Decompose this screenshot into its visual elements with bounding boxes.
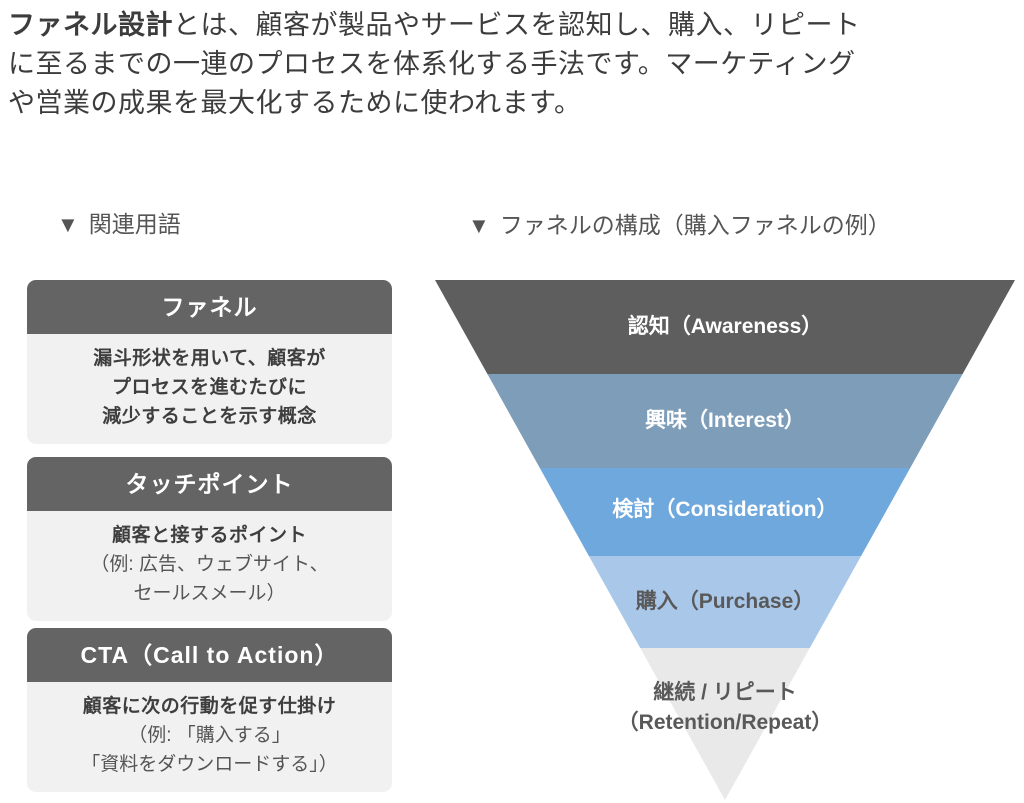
funnel-stage-label-awareness: 認知（Awareness） — [627, 315, 823, 338]
term-description-line: プロセスを進むたびに — [111, 377, 307, 398]
triangle-down-icon: ▼ — [468, 213, 490, 238]
funnel-section-title-text: ファネルの構成（購入ファネルの例） — [499, 212, 891, 238]
term-card-touchpoint: タッチポイント 顧客と接するポイント （例: 広告、ウェブサイト、 セールスメー… — [27, 457, 392, 621]
funnel-stage-label-retention-line2: （Retention/Repeat） — [617, 711, 833, 734]
funnel-section-title: ▼ ファネルの構成（購入ファネルの例） — [468, 210, 891, 241]
funnel-stage-label-consideration: 検討（Consideration） — [612, 498, 838, 521]
triangle-down-icon: ▼ — [57, 212, 79, 237]
intro-line: に至るまでの一連のプロセスを体系化する手法です。マーケティング — [8, 49, 856, 79]
terms-section-title: ▼ 関連用語 — [57, 209, 181, 240]
funnel-stage-label-retention-line1: 継続 / リピート — [653, 681, 797, 704]
term-card-funnel: ファネル 漏斗形状を用いて、顧客が プロセスを進むたびに 減少することを示す概念 — [27, 280, 392, 444]
funnel-stage-interest-shape — [487, 374, 963, 468]
term-example-line: セールスメール） — [133, 583, 286, 604]
term-example-line: （例: 広告、ウェブサイト、 — [90, 554, 329, 575]
term-card-title: CTA（Call to Action） — [27, 628, 392, 682]
term-card-description: 漏斗形状を用いて、顧客が プロセスを進むたびに 減少することを示す概念 — [27, 334, 392, 444]
term-description-line: 減少することを示す概念 — [102, 406, 317, 427]
funnel-stage-retention-shape — [640, 648, 810, 800]
funnel-stage-label-purchase: 購入（Purchase） — [635, 590, 815, 613]
intro-paragraph: ファネル設計とは、顧客が製品やサービスを認知し、購入、リピート に至るまでの一連… — [8, 6, 1008, 123]
funnel-stage-purchase-shape — [588, 556, 862, 648]
intro-line1-text: とは、顧客が製品やサービスを認知し、購入、リピート — [173, 10, 861, 40]
intro-line: や営業の成果を最大化するために使われます。 — [8, 88, 582, 118]
term-card-description: 顧客と接するポイント （例: 広告、ウェブサイト、 セールスメール） — [27, 511, 392, 621]
term-card-description: 顧客に次の行動を促す仕掛け （例: 「購入する」 「資料をダウンロードする」） — [27, 682, 392, 792]
term-example-line: 「資料をダウンロードする」） — [81, 754, 338, 775]
term-card-title: タッチポイント — [27, 457, 392, 511]
funnel-stage-awareness-shape — [435, 280, 1015, 374]
term-card-cta: CTA（Call to Action） 顧客に次の行動を促す仕掛け （例: 「購… — [27, 628, 392, 792]
intro-line: ファネル設計とは、顧客が製品やサービスを認知し、購入、リピート — [8, 6, 1008, 45]
term-description-line: 顧客に次の行動を促す仕掛け — [82, 696, 337, 717]
term-description-line: 漏斗形状を用いて、顧客が — [93, 348, 326, 369]
funnel-stage-label-interest: 興味（Interest） — [645, 409, 805, 432]
term-card-title: ファネル — [27, 280, 392, 334]
term-description-line: 顧客と接するポイント — [111, 525, 307, 546]
purchase-funnel-diagram: 認知（Awareness） 興味（Interest） 検討（Considerat… — [435, 280, 1015, 802]
funnel-stage-consideration-shape — [539, 468, 911, 556]
funnel-shape — [435, 280, 1015, 800]
terms-section-title-text: 関連用語 — [88, 211, 181, 237]
funnel-stage-label-retention: 継続 / リピート （Retention/Repeat） — [435, 678, 1015, 738]
intro-lead-term: ファネル設計 — [8, 10, 173, 40]
term-example-line: （例: 「購入する」 — [128, 725, 291, 746]
